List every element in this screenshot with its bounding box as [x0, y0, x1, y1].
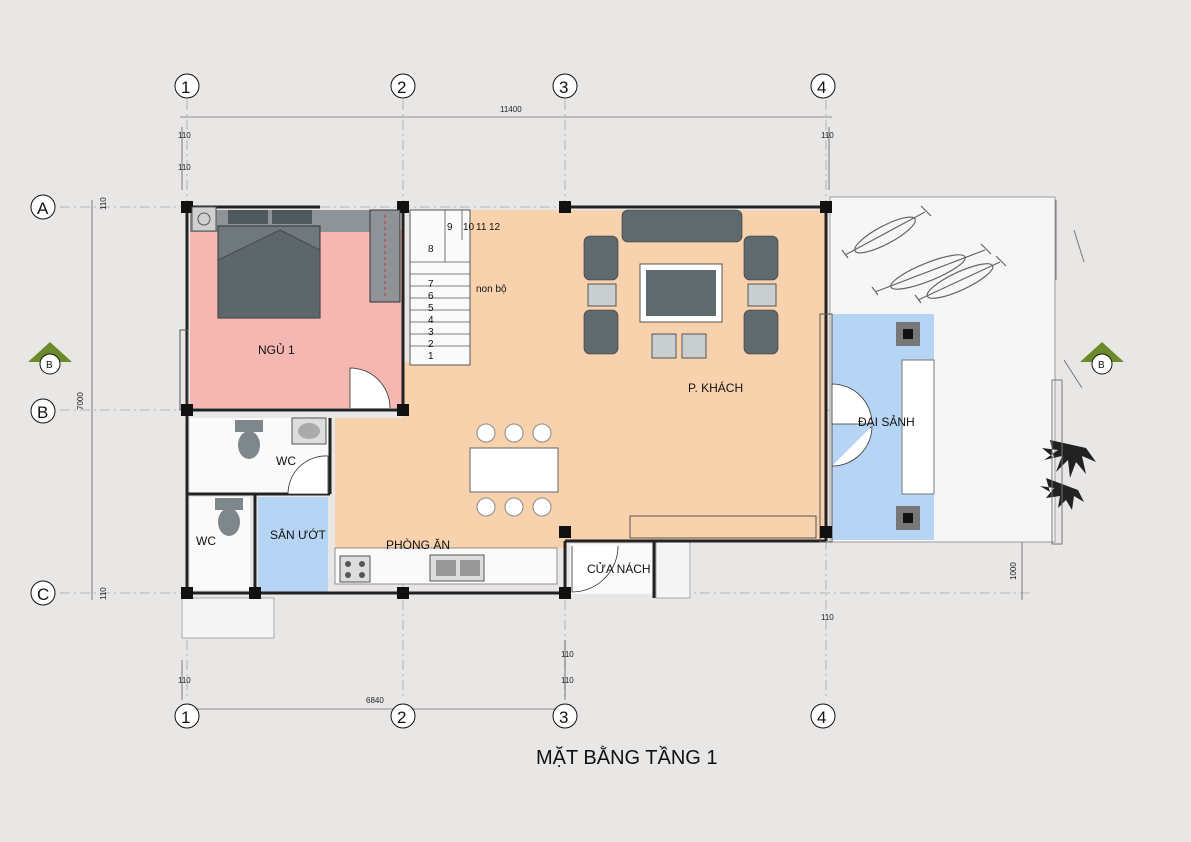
stair-step-6: 6	[428, 291, 434, 302]
side-table-icon	[587, 283, 777, 359]
hall-door-swing	[831, 383, 873, 467]
room-label-wet-yard: SÂN ƯỚT	[270, 527, 327, 542]
section-marker-right-label: B	[1098, 360, 1105, 371]
axis-bubbles-bottom	[174, 703, 836, 729]
stair-step-5: 5	[428, 303, 434, 314]
wardrobe-icon	[369, 209, 401, 303]
coffee-table-icon	[639, 263, 723, 323]
axis-col-1-top: 1	[181, 78, 190, 97]
drawing-title: MẶT BẰNG TẦNG 1	[536, 745, 718, 769]
kitchen-sink-icon	[429, 554, 485, 582]
stair-step-3: 3	[428, 327, 434, 338]
stove-icon	[339, 555, 371, 583]
stair-treads	[410, 210, 470, 347]
axis-row-b: B	[37, 403, 48, 422]
section-marker-right	[1080, 342, 1124, 375]
room-label-bedroom: NGỦ 1	[258, 342, 295, 357]
stair-step-12: 12	[489, 222, 501, 233]
dim-right-height-c: 1000	[1009, 562, 1018, 580]
axis-col-4-bottom: 4	[817, 708, 826, 727]
dim-wall-1: 110	[178, 131, 191, 140]
section-marker-left	[28, 342, 72, 375]
bed-icon	[217, 210, 321, 319]
structural-columns	[181, 201, 832, 599]
room-label-side-door: CỬA NÁCH	[587, 561, 651, 576]
dim-wall-8: 110	[99, 197, 108, 210]
axis-col-3-bottom: 3	[559, 708, 568, 727]
gate-icon	[1051, 200, 1085, 545]
bedroom-door-swing	[349, 367, 391, 409]
dim-total-width: 11400	[500, 105, 522, 114]
lower-left-step	[181, 597, 275, 639]
sink-icon	[291, 417, 327, 445]
axis-row-a: A	[37, 199, 49, 218]
axis-col-2-top: 2	[397, 78, 406, 97]
hall-step	[901, 359, 935, 495]
dim-wall-7: 110	[178, 676, 191, 685]
dim-wall-3: 110	[821, 131, 834, 140]
stair-step-11: 11	[476, 222, 487, 233]
stair-step-2: 2	[428, 339, 434, 350]
nightstand-icon	[191, 206, 217, 232]
dim-wall-4: 110	[821, 613, 834, 622]
wc-lower-floor	[190, 497, 250, 590]
stair-step-1: 1	[428, 351, 434, 362]
side-step	[655, 541, 691, 599]
axis-col-3-top: 3	[559, 78, 568, 97]
wall-thin	[179, 209, 833, 543]
side-door-swing	[571, 545, 619, 593]
stair-note-label: non bộ	[476, 284, 507, 295]
motorbike-icon	[841, 205, 1007, 304]
stair-step-4: 4	[428, 315, 434, 326]
hall-planter-icon	[896, 322, 920, 530]
dim-left-height: 7000	[76, 392, 85, 410]
room-label-wc-lower: WC	[196, 534, 216, 548]
axis-col-1-bottom: 1	[181, 708, 190, 727]
dining-table-icon	[469, 423, 559, 517]
stair-step-10: 10	[463, 222, 475, 233]
stair-well	[410, 210, 470, 365]
room-label-living: P. KHÁCH	[688, 380, 743, 395]
sofa-icon	[583, 209, 779, 355]
stair-step-8: 8	[428, 244, 434, 255]
section-marker-left-label: B	[46, 360, 53, 371]
axis-row-c: C	[37, 585, 49, 604]
dim-wall-5: 110	[561, 650, 574, 659]
dim-wall-2: 110	[178, 163, 191, 172]
axis-col-4-top: 4	[817, 78, 826, 97]
wet-yard-floor	[258, 497, 328, 593]
axis-col-2-bottom: 2	[397, 708, 406, 727]
room-label-wc-upper: WC	[276, 454, 296, 468]
dim-wall-9: 110	[99, 587, 108, 600]
stair-step-9: 9	[447, 222, 453, 233]
toilet-icon	[215, 420, 263, 536]
room-label-dining: PHÒNG ĂN	[386, 537, 450, 552]
room-label-hall: ĐẠI SẢNH	[858, 414, 915, 429]
axis-bubbles-left	[30, 194, 56, 606]
dim-wall-6: 110	[561, 676, 574, 685]
stair-step-7: 7	[428, 279, 434, 290]
dim-bottom-width: 6840	[366, 696, 384, 705]
wc-door-swing	[287, 455, 329, 495]
axis-bubbles-top	[174, 73, 836, 99]
